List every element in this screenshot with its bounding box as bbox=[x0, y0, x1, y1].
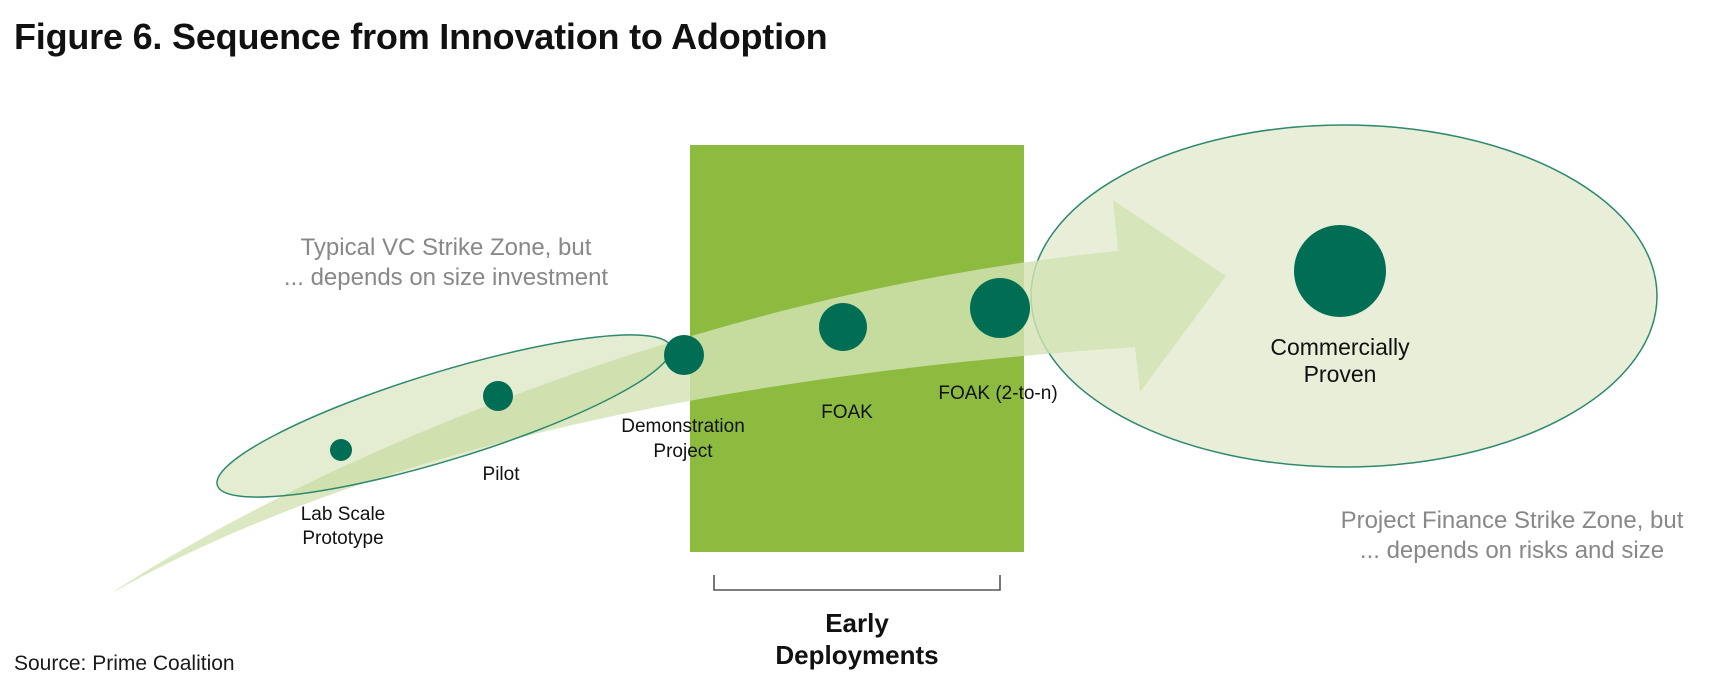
demonstration-dot bbox=[664, 335, 704, 375]
commercially-proven-label-line2: Proven bbox=[1304, 361, 1377, 387]
demonstration-label-line1: Demonstration bbox=[621, 416, 745, 437]
foak-n-label: FOAK (2-to-n) bbox=[938, 383, 1057, 404]
foak-n-dot bbox=[970, 278, 1030, 338]
pf-zone-label-line2: ... depends on risks and size bbox=[1360, 537, 1664, 564]
commercially-proven-label-line1: Commercially bbox=[1270, 334, 1410, 360]
early-deployments-label-line1: Early bbox=[825, 608, 889, 638]
lab-scale-label-line2: Prototype bbox=[302, 528, 383, 549]
lab-scale-dot bbox=[330, 439, 352, 461]
vc-zone-label-line1: Typical VC Strike Zone, but bbox=[301, 234, 592, 261]
foak-dot bbox=[819, 303, 867, 351]
pilot-dot bbox=[483, 381, 513, 411]
vc-zone-label-line2: ... depends on size investment bbox=[284, 264, 609, 291]
foak-label: FOAK bbox=[821, 402, 873, 423]
pilot-label: Pilot bbox=[483, 464, 521, 485]
figure-title: Figure 6. Sequence from Innovation to Ad… bbox=[14, 16, 828, 57]
lab-scale-label-line1: Lab Scale bbox=[301, 504, 386, 525]
demonstration-label-line2: Project bbox=[653, 441, 713, 462]
adoption-arrow bbox=[110, 200, 1226, 594]
early-deployments-label-line2: Deployments bbox=[775, 640, 938, 670]
commercially-proven-dot bbox=[1294, 225, 1386, 317]
source-note: Source: Prime Coalition bbox=[14, 652, 235, 675]
early-deployments-bracket bbox=[713, 575, 1001, 591]
pf-zone-label-line1: Project Finance Strike Zone, but bbox=[1341, 507, 1684, 534]
